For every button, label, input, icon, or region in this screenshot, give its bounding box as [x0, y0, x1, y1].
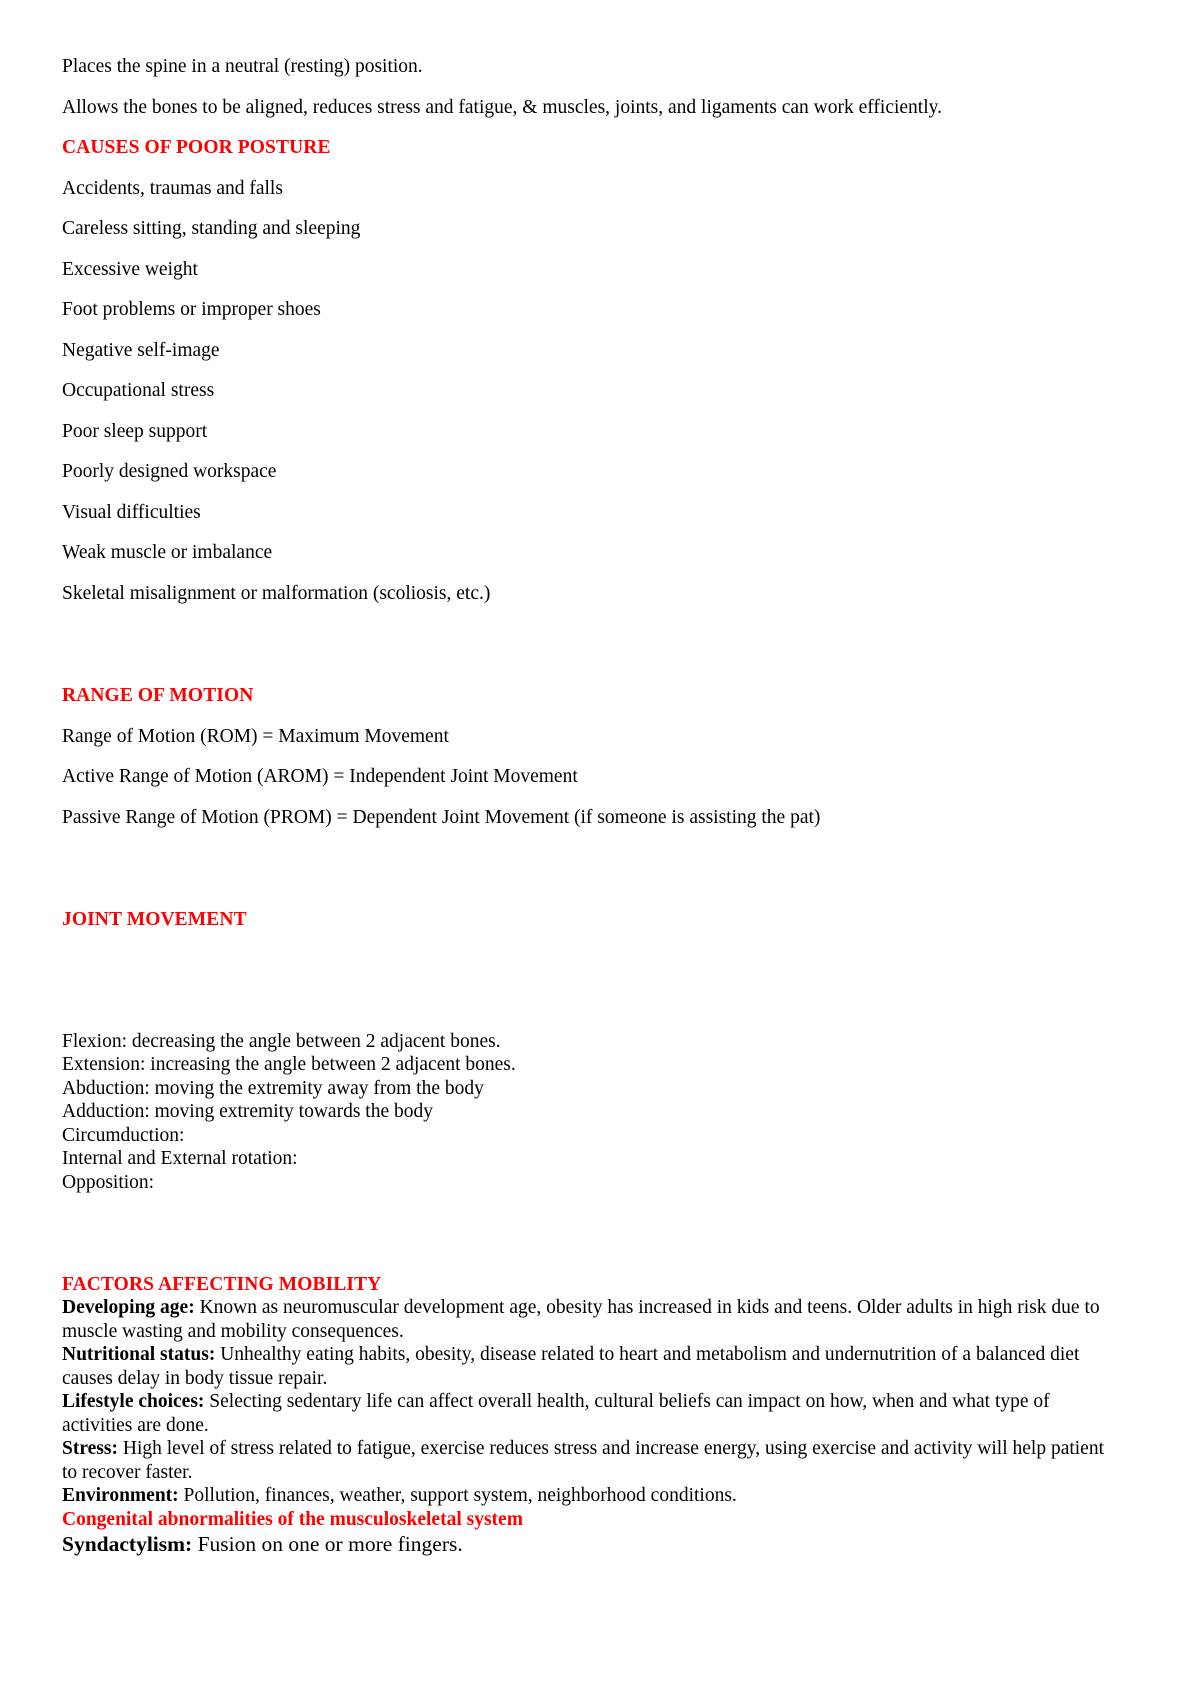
factor-term: Stress: [62, 1438, 112, 1459]
section-spacer: [62, 1194, 1112, 1274]
congenital-abnormalities-heading: Congenital abnormalities of the musculos…: [62, 1508, 523, 1530]
joint-movement-list: Flexion: decreasing the angle between 2 …: [62, 1030, 1112, 1195]
section-heading-factors-affecting-mobility: FACTORS AFFECTING MOBILITY: [62, 1274, 382, 1295]
factor-entry: Stress: High level of stress related to …: [62, 1437, 1112, 1484]
factor-text: High level of stress related to fatigue,…: [62, 1438, 1105, 1483]
factor-entry: Nutritional status: Unhealthy eating hab…: [62, 1343, 1112, 1390]
causes-item: Poorly designed workspace: [62, 461, 277, 482]
causes-item: Excessive weight: [62, 258, 198, 280]
factor-separator: :: [208, 1344, 216, 1365]
section-spacer: [62, 623, 1112, 685]
factor-text: Known as neuromuscular development age, …: [62, 1297, 1100, 1342]
factor-entry: Developing age: Known as neuromuscular d…: [62, 1296, 1112, 1343]
causes-item: Negative self-image: [62, 339, 220, 361]
causes-item: Weak muscle or imbalance: [62, 542, 273, 563]
section-spacer: [62, 847, 1112, 909]
factor-separator: :: [188, 1297, 195, 1318]
factor-entry: Environment: Pollution, finances, weathe…: [62, 1484, 1112, 1508]
factors-list: Developing age: Known as neuromuscular d…: [62, 1296, 1112, 1557]
joint-movement-item: Adduction: moving extremity towards the …: [62, 1101, 433, 1122]
causes-item: Accidents, traumas and falls: [62, 177, 283, 199]
factor-separator: :: [111, 1438, 118, 1459]
intro-paragraph-1: Places the spine in a neutral (resting) …: [62, 56, 423, 77]
joint-movement-item: Abduction: moving the extremity away fro…: [62, 1077, 484, 1099]
factor-term: Lifestyle choices: [62, 1391, 198, 1412]
factor-term: Environment:: [62, 1485, 179, 1506]
factor-term: Nutritional status: [62, 1344, 209, 1365]
syndactylism-entry: Syndactylism: Fusion on one or more fing…: [62, 1531, 1112, 1557]
section-heading-causes-of-poor-posture: CAUSES OF POOR POSTURE: [62, 137, 331, 158]
syndactylism-term: Syndactylism:: [62, 1532, 193, 1556]
joint-movement-item: Internal and External rotation:: [62, 1148, 298, 1169]
causes-item: Occupational stress: [62, 380, 215, 401]
joint-movement-item: Opposition:: [62, 1171, 155, 1193]
causes-item: Careless sitting, standing and sleeping: [62, 218, 361, 239]
factor-text: Selecting sedentary life can affect over…: [62, 1391, 1050, 1436]
joint-movement-item: Circumduction:: [62, 1124, 185, 1146]
factor-separator: :: [197, 1391, 205, 1412]
factor-entry: Lifestyle choices: Selecting sedentary l…: [62, 1390, 1112, 1437]
range-of-motion-item: Passive Range of Motion (PROM) = Depende…: [62, 806, 821, 828]
syndactylism-text: Fusion on one or more fingers.: [192, 1532, 463, 1556]
range-of-motion-item: Range of Motion (ROM) = Maximum Movement: [62, 725, 449, 747]
causes-item: Skeletal misalignment or malformation (s…: [62, 582, 491, 604]
factor-term: Developing age: [62, 1297, 189, 1318]
factor-text: Unhealthy eating habits, obesity, diseas…: [62, 1344, 1080, 1389]
factor-text: Pollution, finances, weather, support sy…: [178, 1485, 737, 1506]
joint-movement-item: Extension: increasing the angle between …: [62, 1054, 516, 1075]
document-body: Places the spine in a neutral (resting) …: [62, 56, 1112, 1557]
range-of-motion-item: Active Range of Motion (AROM) = Independ…: [62, 766, 578, 787]
causes-item: Visual difficulties: [62, 501, 201, 523]
joint-movement-spacer: [62, 950, 1112, 1030]
section-heading-joint-movement: JOINT MOVEMENT: [62, 909, 247, 930]
section-heading-range-of-motion: RANGE OF MOTION: [62, 685, 254, 706]
causes-item: Foot problems or improper shoes: [62, 299, 321, 320]
intro-paragraph-2: Allows the bones to be aligned, reduces …: [62, 96, 942, 118]
joint-movement-item: Flexion: decreasing the angle between 2 …: [62, 1030, 501, 1052]
causes-item: Poor sleep support: [62, 420, 208, 442]
